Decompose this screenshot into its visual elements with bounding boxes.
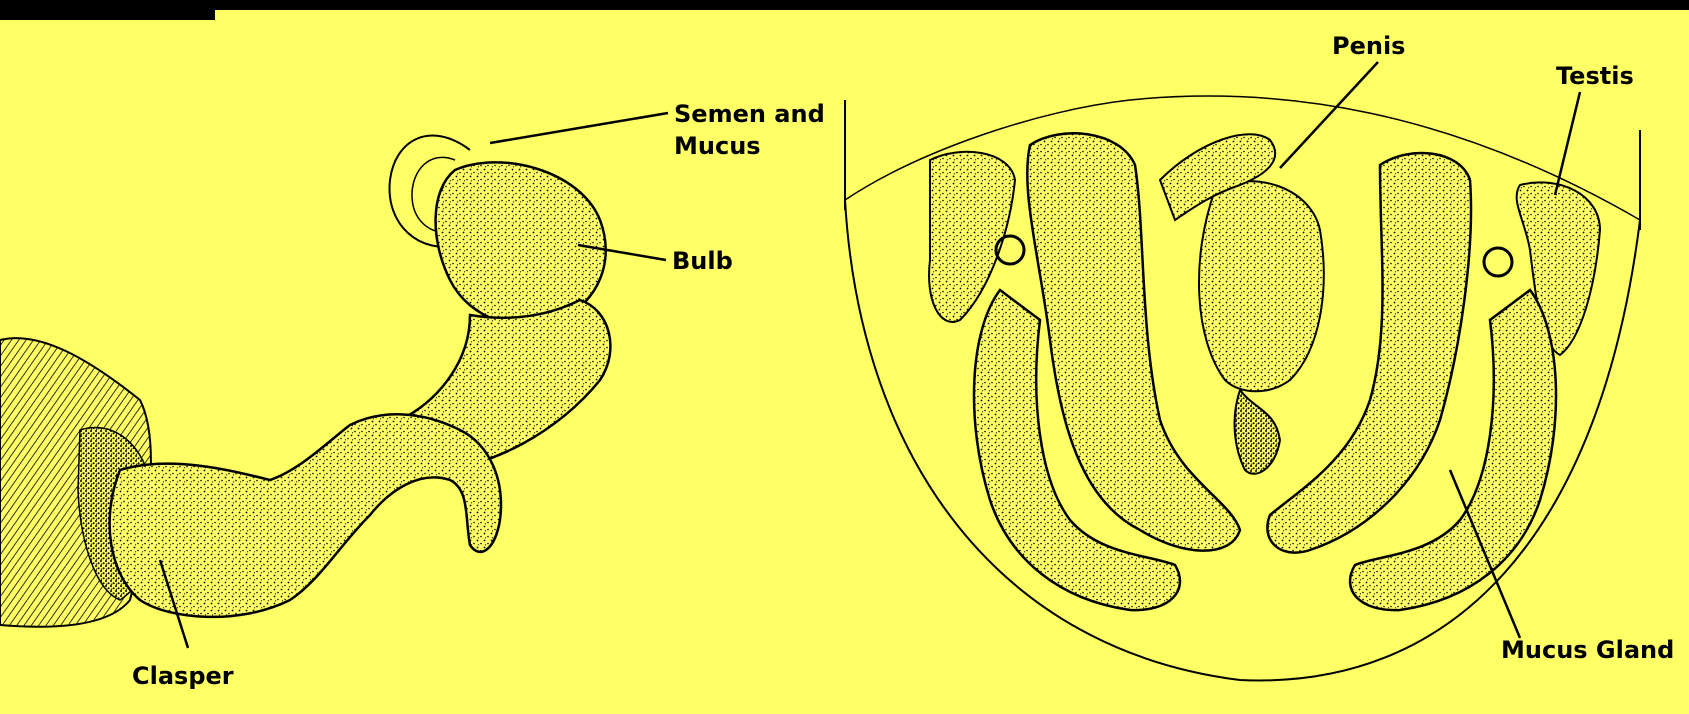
top-bar-notch: [0, 8, 215, 20]
label-mucus-gland: Mucus Gland: [1501, 634, 1674, 666]
label-semen-and-mucus-line2: Mucus: [674, 130, 825, 162]
label-semen-and-mucus: Semen and Mucus: [674, 98, 825, 162]
label-clasper: Clasper: [132, 660, 234, 692]
top-black-bar: [0, 0, 1689, 10]
label-semen-and-mucus-line1: Semen and: [674, 98, 825, 130]
penis-bulb: [1199, 181, 1324, 391]
label-bulb: Bulb: [672, 245, 733, 277]
label-testis: Testis: [1556, 60, 1634, 92]
label-penis: Penis: [1332, 30, 1405, 62]
